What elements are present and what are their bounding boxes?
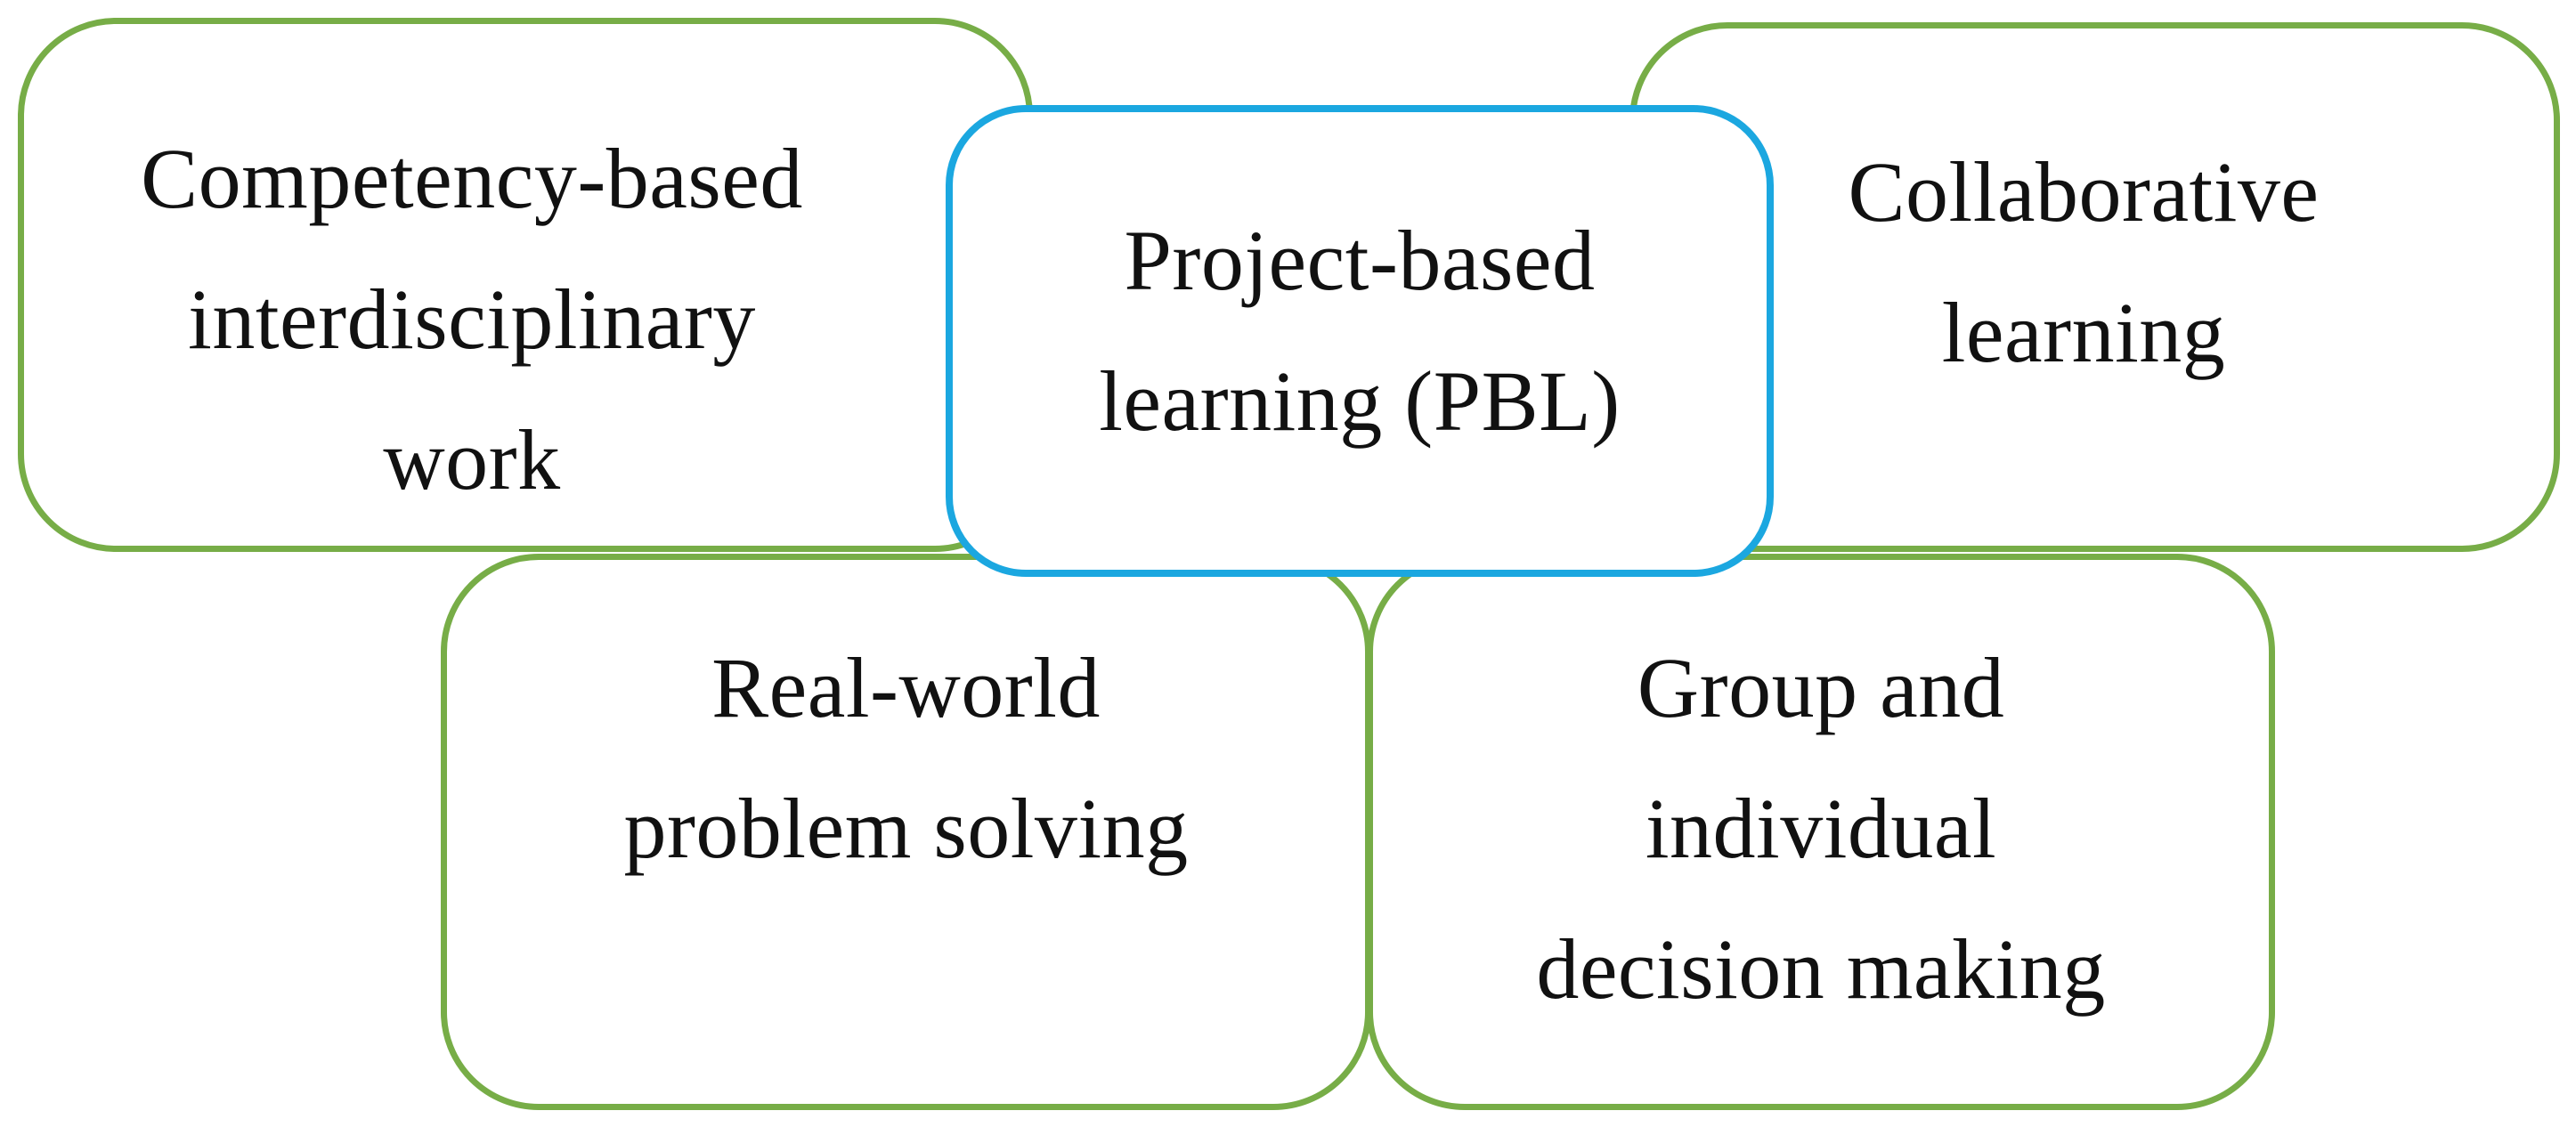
project-based-learning-center-box: Project-based learning (PBL) (946, 105, 1774, 577)
competency-based-interdisciplinary-work-box: Competency-based interdisciplinary work (18, 18, 1033, 552)
real-world-problem-solving-box: Real-world problem solving (441, 554, 1371, 1110)
group-individual-decision-making-box: Group and individual decision making (1367, 554, 2275, 1110)
competency-box-label: Competency-based interdisciplinary work (141, 131, 803, 507)
group-box-label: Group and individual decision making (1536, 640, 2106, 1017)
collaborative-box-label: Collaborative learning (1848, 144, 2320, 380)
collaborative-learning-box: Collaborative learning (1629, 22, 2560, 552)
realworld-box-label: Real-world problem solving (623, 640, 1189, 876)
center-box-label: Project-based learning (PBL) (1099, 213, 1621, 449)
